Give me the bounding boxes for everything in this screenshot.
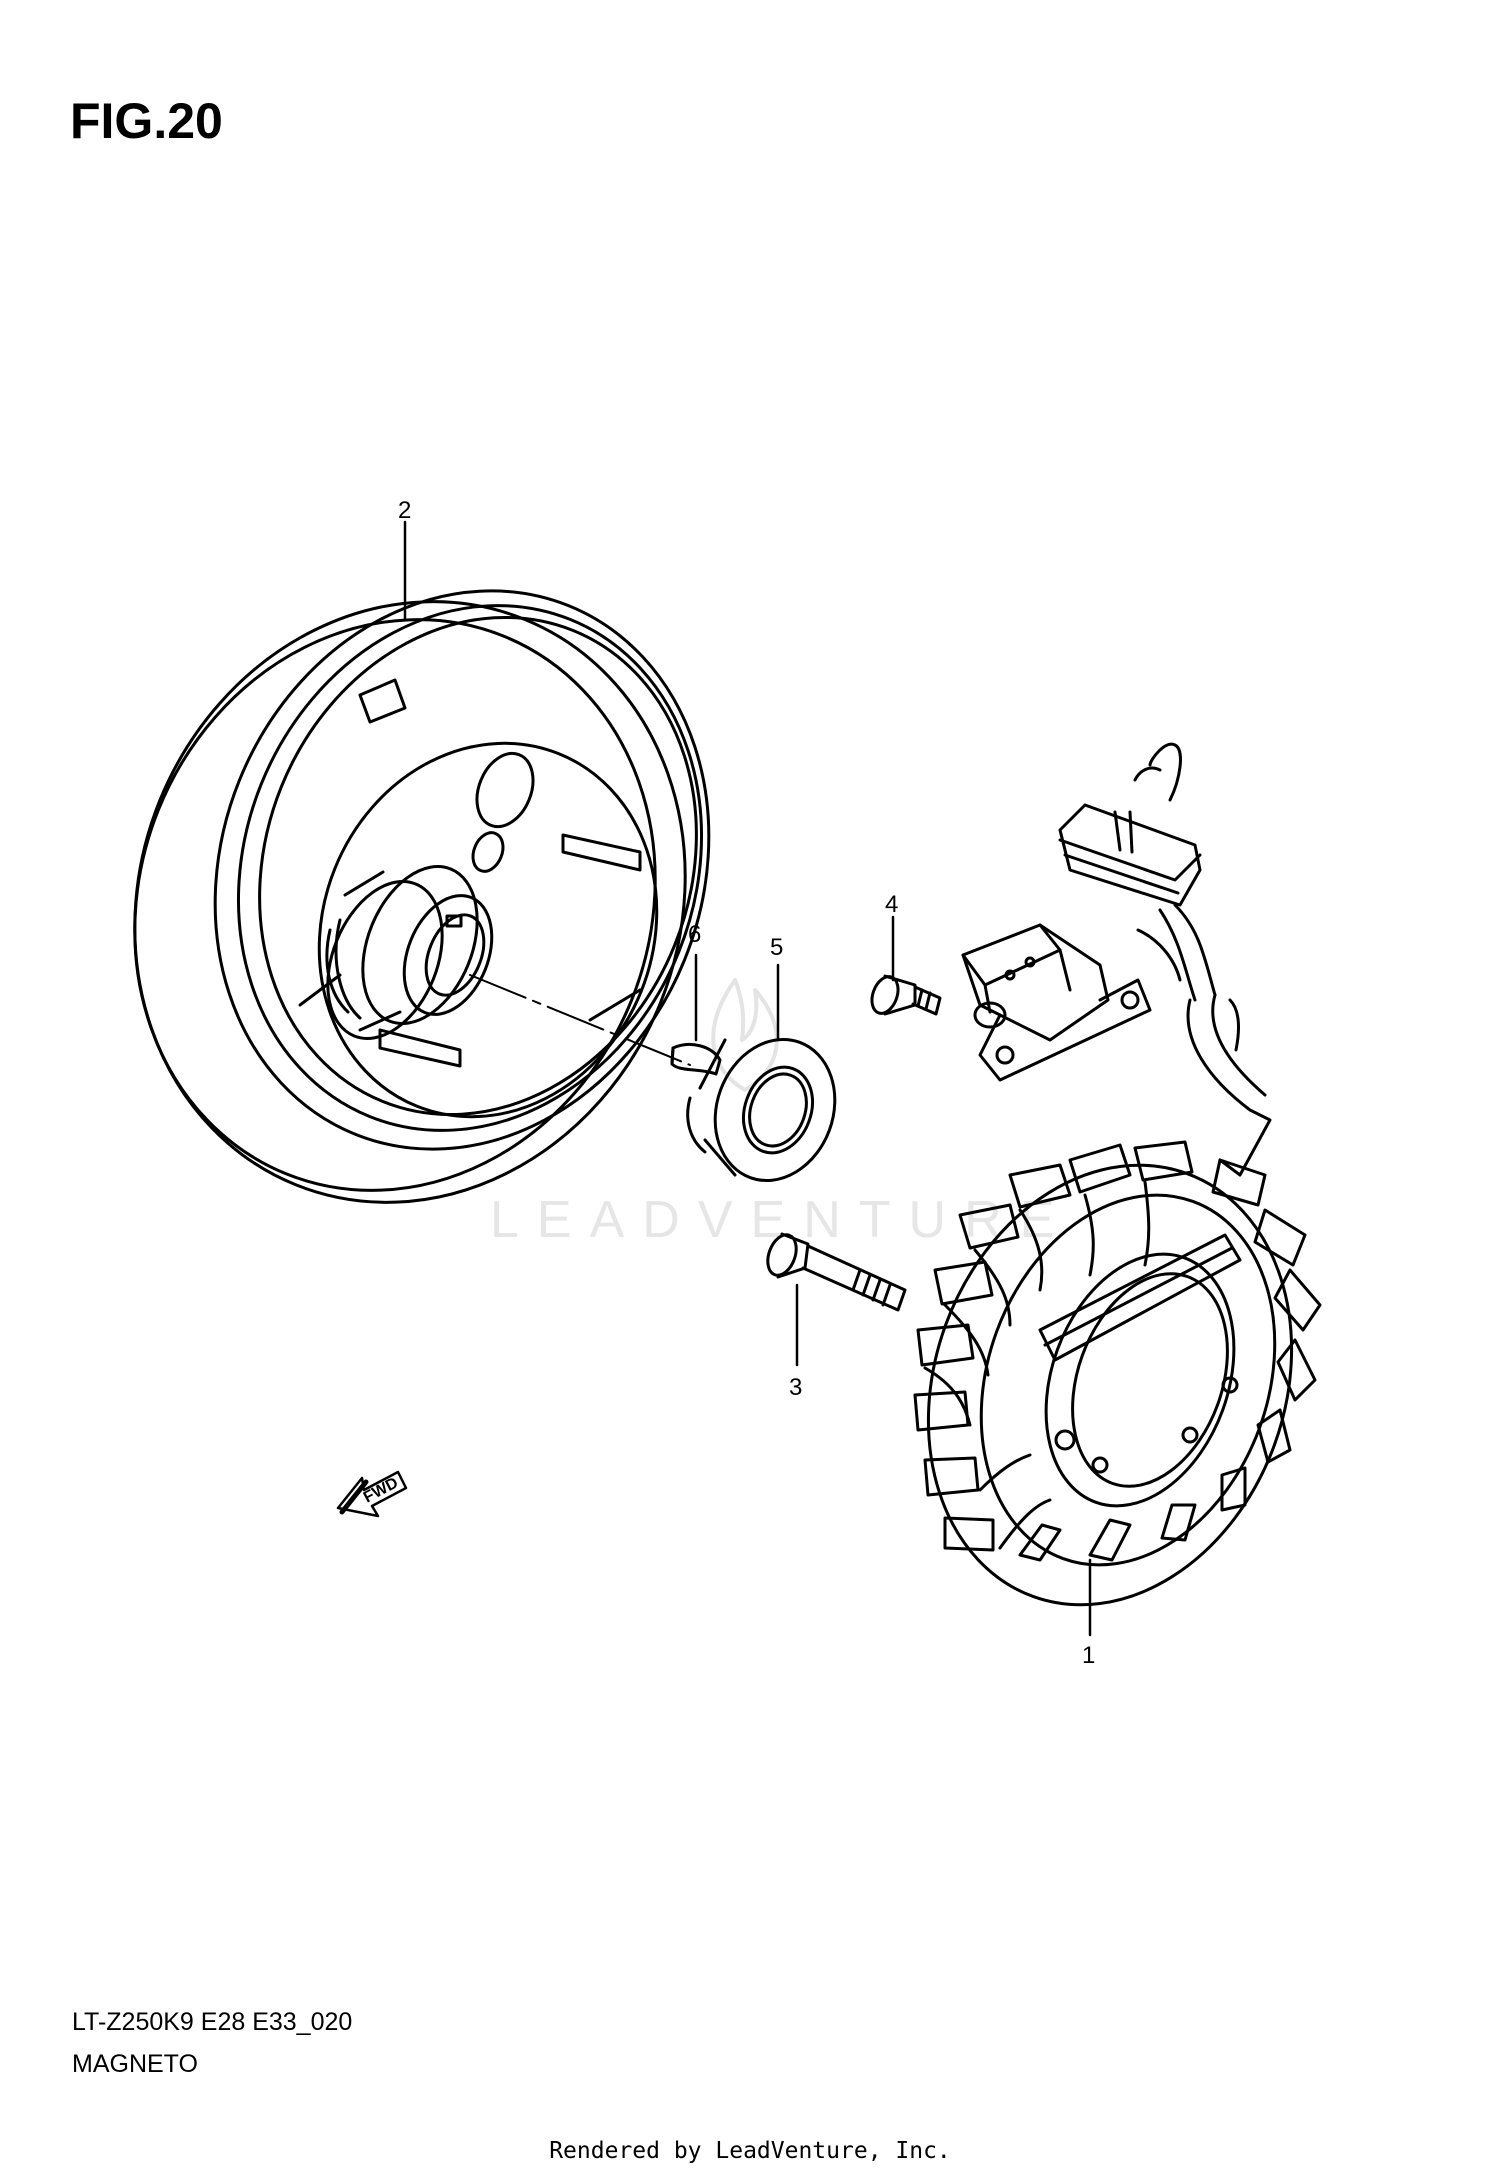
axis-line [469, 974, 691, 1066]
pickup-coil [961, 923, 1152, 1082]
stator-coil [913, 1140, 1322, 1607]
forward-arrow-icon [336, 1470, 408, 1518]
section-name: MAGNETO [72, 2050, 198, 2078]
leader-lines [403, 520, 1092, 1637]
callout-5: 5 [770, 934, 783, 961]
callout-3: 3 [789, 1374, 802, 1401]
callout-2: 2 [398, 497, 411, 524]
model-code: LT-Z250K9 E28 E33_020 [72, 2008, 353, 2036]
rotor-nut [686, 1037, 837, 1183]
callout-6: 6 [688, 921, 701, 948]
wire-harness [1058, 742, 1272, 1177]
rotor-flywheel [133, 589, 711, 1204]
callout-1: 1 [1082, 1642, 1095, 1669]
pickup-screw [870, 974, 942, 1016]
woodruff-key [670, 1043, 722, 1076]
stator-bolt [766, 1232, 907, 1312]
figure-title: FIG.20 [70, 93, 223, 149]
rendered-by-footer: Rendered by LeadVenture, Inc. [549, 2138, 951, 2164]
callout-4: 4 [885, 891, 898, 918]
